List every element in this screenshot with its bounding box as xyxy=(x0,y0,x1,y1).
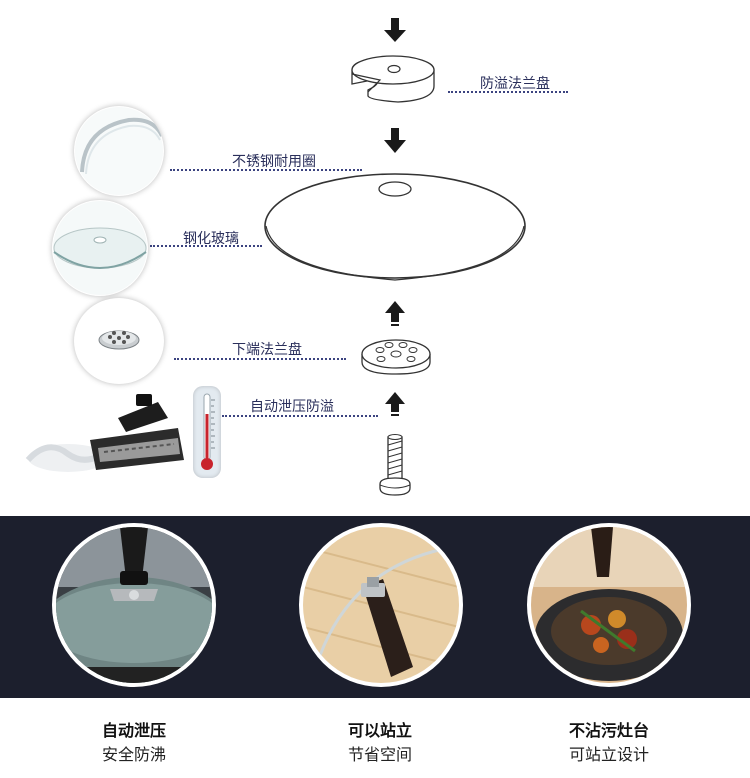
leader-line xyxy=(174,358,346,360)
feature-image-standing-lid xyxy=(299,523,463,687)
feature-title: 不沾污灶台 xyxy=(568,721,649,740)
lower-flange-thumbnail xyxy=(74,298,164,384)
overflow-flange-part xyxy=(351,55,435,103)
label-auto-vent: 自动泄压防溢 xyxy=(250,399,334,415)
label-lower-flange: 下端法兰盘 xyxy=(232,342,302,358)
pot-steam-illustration xyxy=(25,394,184,472)
tempered-glass-thumbnail xyxy=(52,200,148,296)
label-steel-ring: 不锈钢耐用圈 xyxy=(232,154,316,170)
feature-captions: 自动泄压 安全防沸 可以站立 节省空间 不沾污灶台 可站立设计 xyxy=(0,698,750,778)
screw-part xyxy=(379,434,411,496)
feature-image-wok-food xyxy=(527,523,691,687)
lid-exploded-diagram xyxy=(264,18,526,496)
exploded-diagram-section: 防溢法兰盘 不锈钢耐用圈 钢化玻璃 下端法兰盘 自动泄压防溢 xyxy=(25,18,568,496)
feature-subtitle: 可站立设计 xyxy=(568,745,649,764)
feature-caption: 不沾污灶台 可站立设计 xyxy=(484,720,734,768)
leader-line xyxy=(448,91,568,93)
arrow-down-icon xyxy=(384,18,406,42)
arrow-down-icon xyxy=(384,128,406,153)
thermometer-icon xyxy=(193,386,221,478)
feature-caption: 可以站立 节省空间 xyxy=(255,720,505,768)
feature-subtitle: 安全防沸 xyxy=(101,745,166,764)
feature-title: 自动泄压 xyxy=(101,721,166,740)
glass-lid-part xyxy=(264,173,526,281)
feature-band xyxy=(0,516,750,698)
lower-flange-part xyxy=(361,339,431,375)
feature-subtitle: 节省空间 xyxy=(347,745,412,764)
leader-line xyxy=(150,245,262,247)
leader-line xyxy=(222,415,378,417)
feature-image-pressure-vent xyxy=(52,523,216,687)
label-overflow-flange: 防溢法兰盘 xyxy=(480,76,550,92)
feature-caption: 自动泄压 安全防沸 xyxy=(9,720,259,768)
arrow-up-icon xyxy=(385,392,405,416)
label-tempered-glass: 钢化玻璃 xyxy=(183,231,239,247)
feature-title: 可以站立 xyxy=(347,721,412,740)
arrow-up-icon xyxy=(385,301,405,326)
leader-line xyxy=(170,169,362,171)
steel-ring-thumbnail xyxy=(74,106,164,196)
